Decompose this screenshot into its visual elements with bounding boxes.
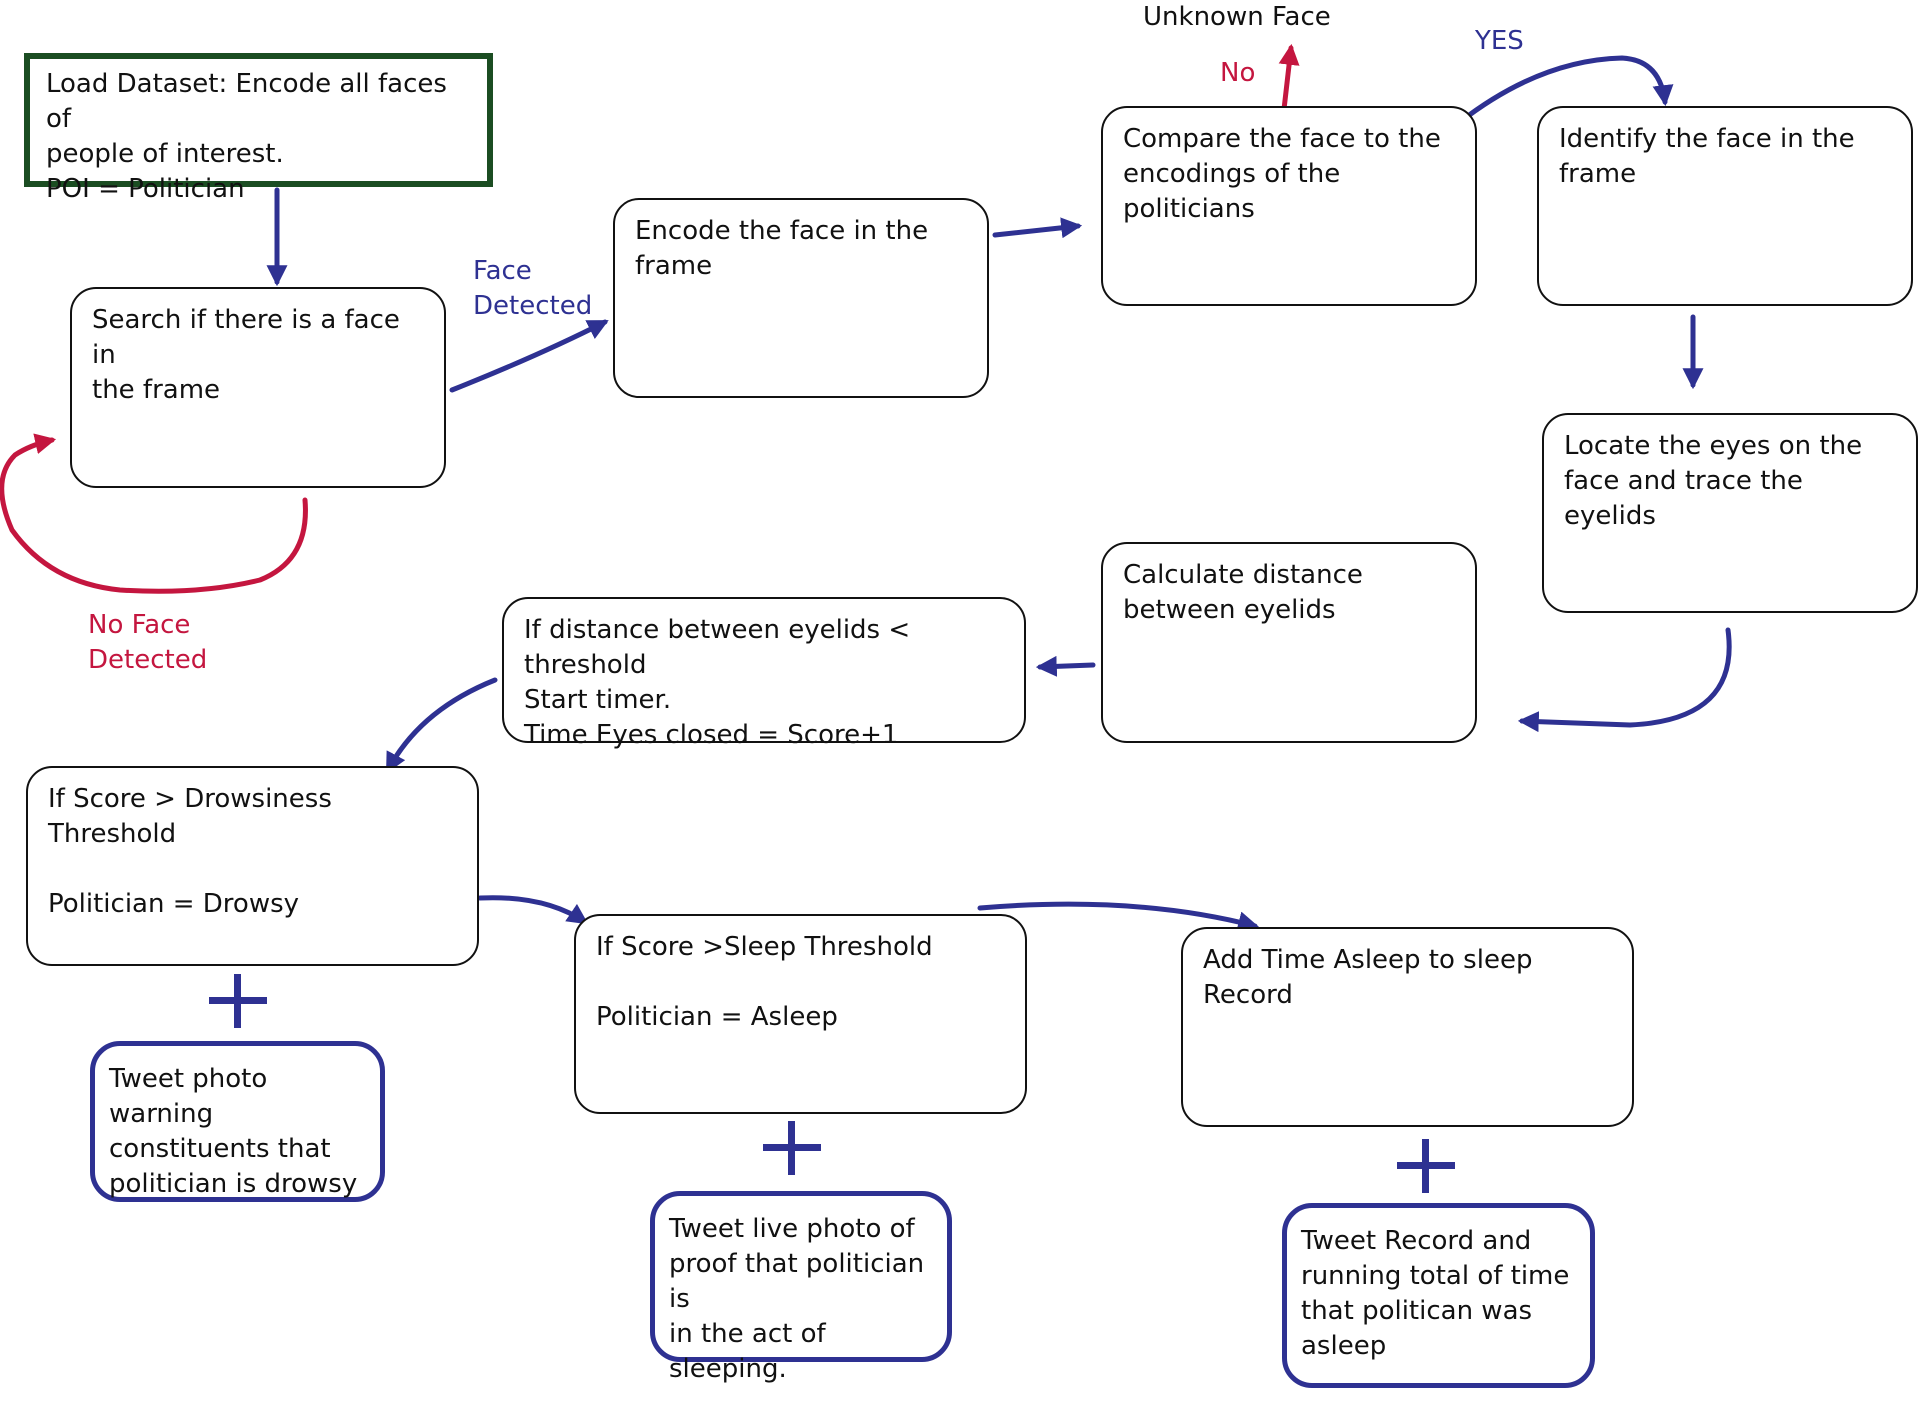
- arrow-locate-to-calculate: [1517, 627, 1732, 733]
- arrow-distance-to-drowsiness: [385, 677, 498, 774]
- arrow-encode-to-compare: [992, 217, 1083, 239]
- tweet-sleeping-box: Tweet live photo of proof that politicia…: [650, 1191, 952, 1384]
- locate-eyes-box: Locate the eyes on the face and trace th…: [1542, 413, 1918, 613]
- arrow-calculate-to-distance: [1035, 655, 1096, 677]
- calculate-distance-box: Calculate distance between eyelids: [1101, 542, 1477, 743]
- search-face-box: Search if there is a face in the frame: [70, 287, 446, 488]
- arrow-compare-to-identify: [1457, 55, 1674, 125]
- compare-face-box: Compare the face to the encodings of the…: [1101, 106, 1477, 306]
- add-time-asleep-box: Add Time Asleep to sleep Record: [1181, 927, 1634, 1127]
- unknown-face-label: Unknown Face: [1143, 2, 1331, 32]
- load-dataset-box: Load Dataset: Encode all faces of people…: [24, 53, 493, 204]
- arrow-drowsiness-to-sleep: [477, 895, 589, 925]
- yes-label: YES: [1475, 26, 1524, 56]
- sleep-threshold-box: If Score >Sleep Threshold Politician = A…: [574, 914, 1027, 1114]
- no-face-detected-label: No Face Detected: [88, 610, 208, 675]
- identify-face-box: Identify the face in the frame: [1537, 106, 1913, 306]
- arrow-no-face-loop: [0, 433, 308, 594]
- plus-icon-drowsy: [209, 974, 267, 1028]
- encode-face-box: Encode the face in the frame: [613, 198, 989, 398]
- arrow-sleep-to-add-time: [977, 901, 1260, 932]
- tweet-drowsy-box: Tweet photo warning constituents that po…: [90, 1041, 385, 1202]
- no-label: No: [1220, 58, 1256, 88]
- tweet-record-box: Tweet Record and running total of time t…: [1282, 1203, 1595, 1388]
- face-detected-label: Face Detected: [473, 256, 593, 321]
- arrow-search-to-encode: [449, 319, 609, 393]
- drowsiness-threshold-box: If Score > Drowsiness Threshold Politici…: [26, 766, 479, 966]
- plus-icon-record: [1397, 1139, 1455, 1193]
- plus-icon-sleeping: [763, 1121, 821, 1175]
- distance-threshold-box: If distance between eyelids < threshold …: [502, 597, 1026, 750]
